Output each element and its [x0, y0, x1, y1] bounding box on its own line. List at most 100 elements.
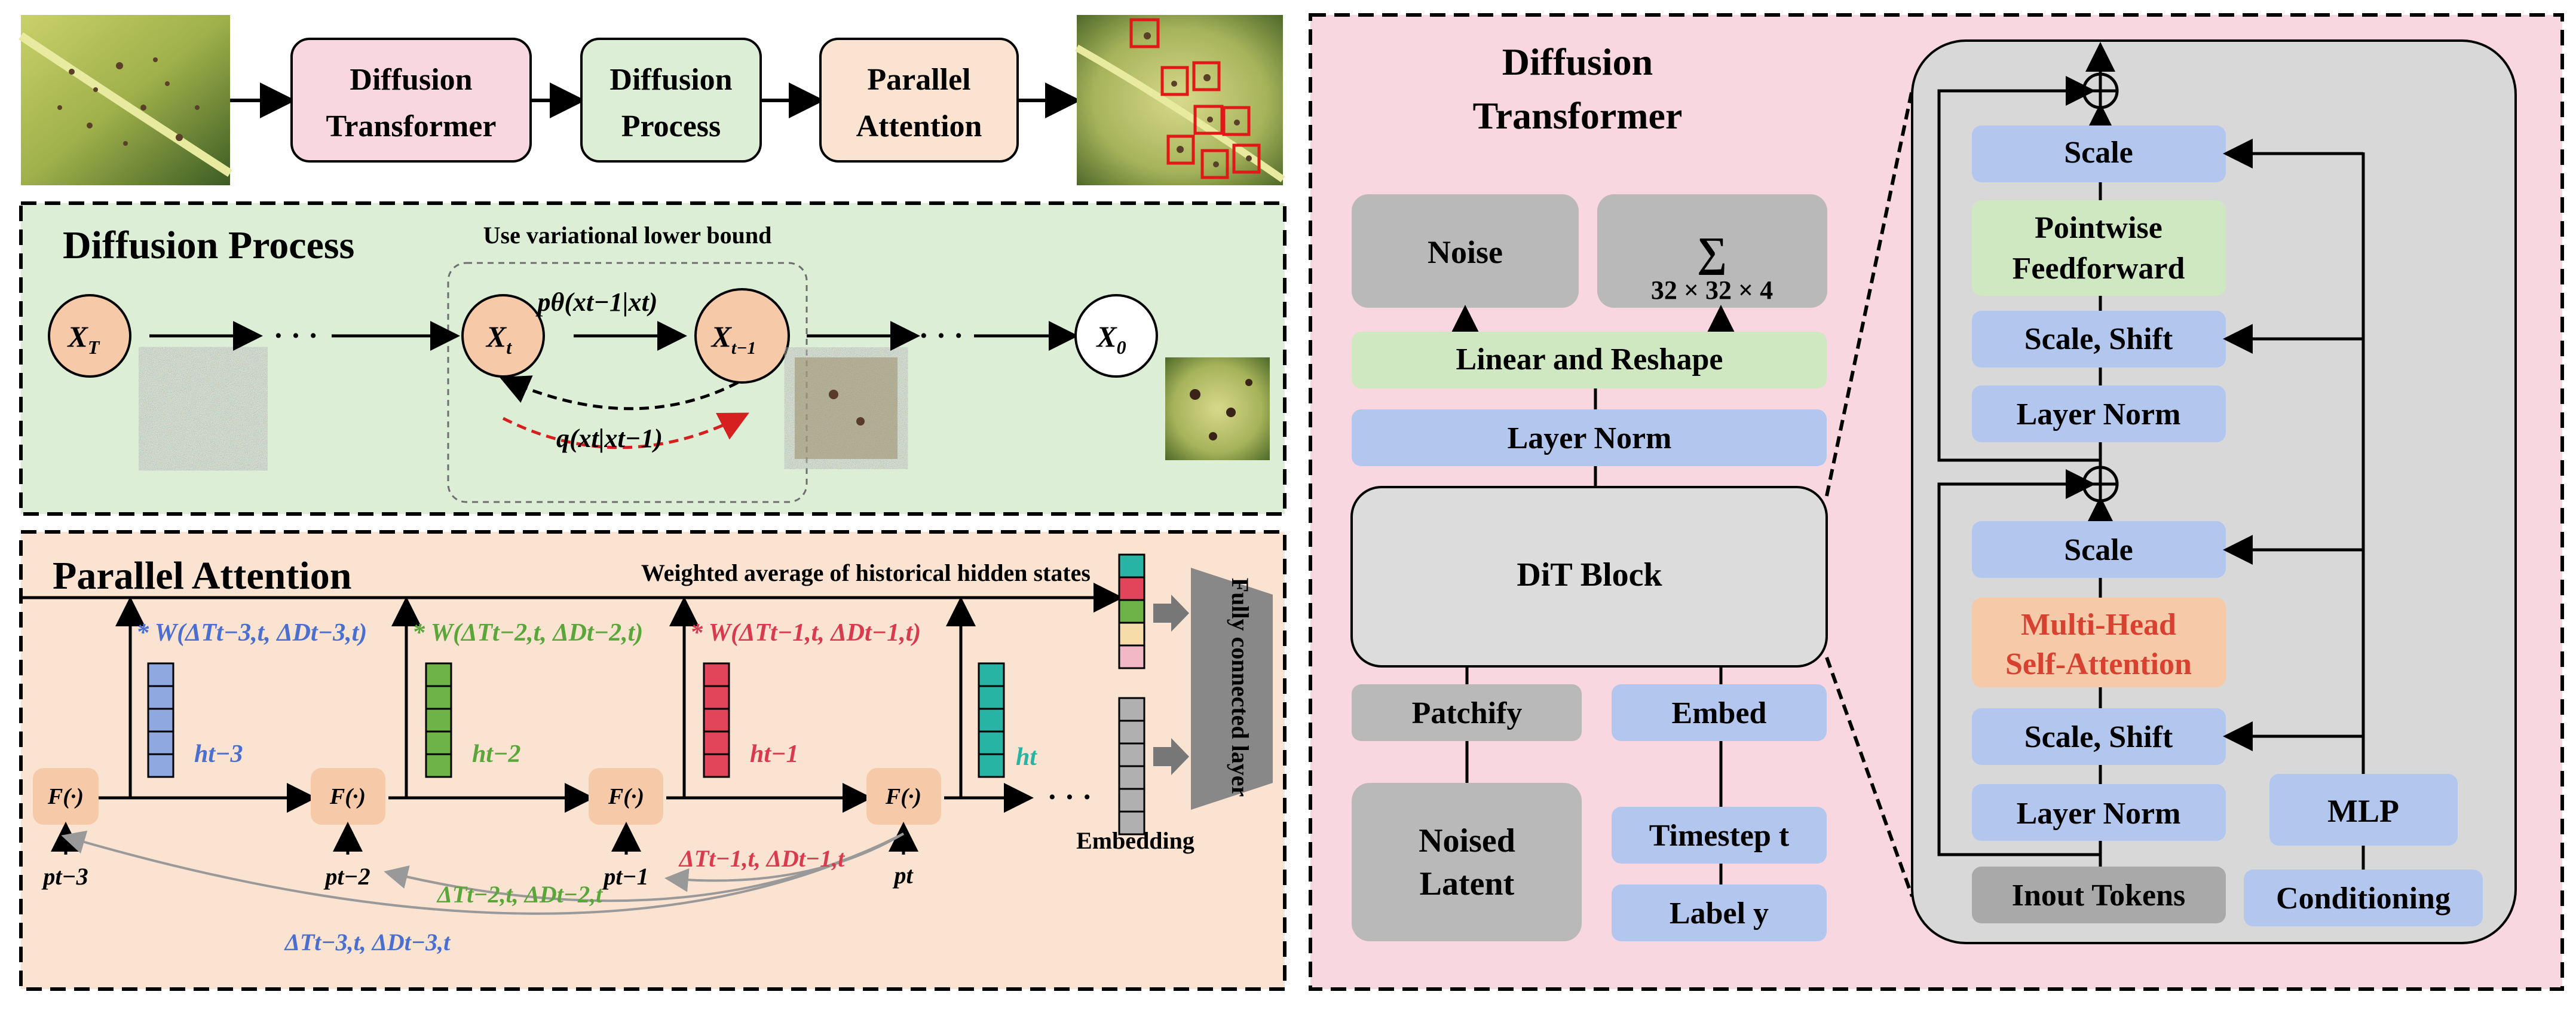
- p-label-1: pt−3: [41, 863, 88, 890]
- leaf-image-mid: [795, 357, 898, 459]
- to-fc-arrow-1: [1153, 595, 1189, 632]
- patchify-box: [1352, 684, 1582, 741]
- delta-label-3: ΔTt−3,t, ΔDt−3,t: [284, 929, 451, 956]
- hidden-label-1: ht−3: [194, 740, 243, 768]
- timestep-label: Timestep t: [1649, 819, 1790, 853]
- input-tokens-label: Inout Tokens: [2012, 879, 2186, 913]
- ellipsis-pa: · · ·: [1047, 780, 1092, 813]
- reverse-label: pθ(xt−1|xt): [535, 287, 658, 317]
- node-x0: [1074, 294, 1158, 378]
- label-y-label: Label y: [1670, 896, 1769, 931]
- weight-label-2: * W(ΔTt−2,t, ΔDt−2,t): [412, 619, 643, 647]
- dit-block-label: DiT Block: [1517, 556, 1662, 593]
- p-label-2: pt−2: [323, 863, 370, 890]
- scale-label-bottom: Scale: [2064, 533, 2133, 567]
- embed-label: Embed: [1672, 696, 1767, 730]
- patchify-label: Patchify: [1412, 696, 1523, 730]
- hidden-stack-1: [147, 662, 174, 778]
- scale-label-top: Scale: [2064, 136, 2133, 170]
- mlp-label: MLP: [2327, 793, 2399, 829]
- svg-text:F(·): F(·): [608, 784, 644, 809]
- node-xt1-label: Xt−1: [710, 320, 756, 358]
- fc-layer: [1191, 568, 1273, 810]
- to-fc-arrow-2: [1153, 738, 1189, 775]
- scale-box-top: [1972, 126, 2226, 182]
- svg-text:F(·): F(·): [329, 784, 366, 809]
- pointwise-ff-box: [1972, 200, 2226, 296]
- scale-shift-label-top: Scale, Shift: [2024, 322, 2173, 356]
- vlb-caption: Use variational lower bound: [483, 222, 772, 249]
- f-box-4: F(·): [866, 768, 941, 825]
- sigma-dims: 32 × 32 × 4: [1651, 276, 1773, 305]
- hidden-stack-4: [978, 662, 1005, 778]
- node-x0-label: X0: [1095, 320, 1126, 358]
- node-xT: [48, 294, 131, 378]
- scale-box-bottom: [1972, 521, 2226, 578]
- scale-shift-box-bottom: [1972, 708, 2226, 765]
- dit-layer-norm-label: Layer Norm: [1508, 421, 1672, 455]
- f-box-2: F(·): [311, 768, 385, 825]
- weight-label-1: * W(ΔTt−3,t, ΔDt−3,t): [136, 619, 367, 647]
- forward-label: q(xt|xt−1): [556, 424, 663, 453]
- scale-shift-box-top: [1972, 311, 2226, 368]
- p-label-3: pt−1: [602, 863, 648, 890]
- parallel-attention-title: Parallel Attention: [53, 554, 351, 598]
- hidden-label-4: ht: [1016, 743, 1037, 771]
- hidden-stack-2: [425, 662, 452, 778]
- f-box-1: F(·): [33, 768, 99, 825]
- delta-label-1: ΔTt−1,t, ΔDt−1,t: [678, 845, 846, 872]
- embedding-stack: [1118, 697, 1145, 835]
- leaf-photo-input: [19, 15, 232, 185]
- embed-box: [1612, 684, 1827, 741]
- hidden-label-3: ht−1: [750, 740, 798, 768]
- parallel-attention-panel: Parallel Attention Weighted average of h…: [19, 530, 1287, 991]
- diffusion-process-panel: Diffusion Process Use variational lower …: [19, 201, 1287, 516]
- hidden-label-2: ht−2: [472, 740, 520, 768]
- f-box-3: F(·): [589, 768, 663, 825]
- noise-label: Noise: [1428, 234, 1503, 270]
- svg-text:F(·): F(·): [47, 784, 84, 809]
- dit-block-box: [1350, 486, 1828, 668]
- layer-norm-box-top: [1972, 385, 2226, 442]
- linear-reshape-label: Linear and Reshape: [1456, 342, 1723, 377]
- weight-label-3: * W(ΔTt−1,t, ΔDt−1,t): [690, 619, 921, 647]
- diffusion-process-title: Diffusion Process: [63, 224, 354, 267]
- conditioning-label: Conditioning: [2276, 882, 2451, 916]
- label-y-box: [1612, 884, 1827, 941]
- dit-layer-norm-box: [1352, 409, 1827, 466]
- layer-norm-label-bottom: Layer Norm: [2017, 797, 2181, 831]
- conditioning-box: [2244, 870, 2483, 926]
- ellipsis-1: · · ·: [273, 319, 318, 352]
- mhsa-box: [1972, 598, 2226, 687]
- sigma-box: [1597, 194, 1827, 308]
- hidden-stack-3: [703, 662, 730, 778]
- noise-box: [1352, 194, 1579, 308]
- ellipsis-2: · · ·: [918, 319, 963, 352]
- scale-shift-label-bottom: Scale, Shift: [2024, 720, 2173, 754]
- leaf-image-clean: [1165, 357, 1270, 460]
- node-xT-label: XT: [67, 320, 100, 358]
- weighted-output-stack: [1118, 553, 1145, 669]
- svg-text:F(·): F(·): [885, 784, 921, 809]
- node-xt1: [694, 288, 790, 384]
- p-label-4: pt: [892, 862, 914, 889]
- embedding-label: Embedding: [1076, 827, 1194, 854]
- delta-label-2: ΔTt−2,t, ΔDt−2,t: [436, 881, 604, 908]
- input-tokens-box: [1972, 867, 2226, 923]
- layer-norm-label-top: Layer Norm: [2017, 397, 2181, 431]
- leaf-photo-output: [1075, 15, 1285, 185]
- sigma-symbol: ∑: [1697, 229, 1727, 276]
- timestep-box: [1612, 807, 1827, 864]
- node-xt-label: Xt: [485, 320, 512, 358]
